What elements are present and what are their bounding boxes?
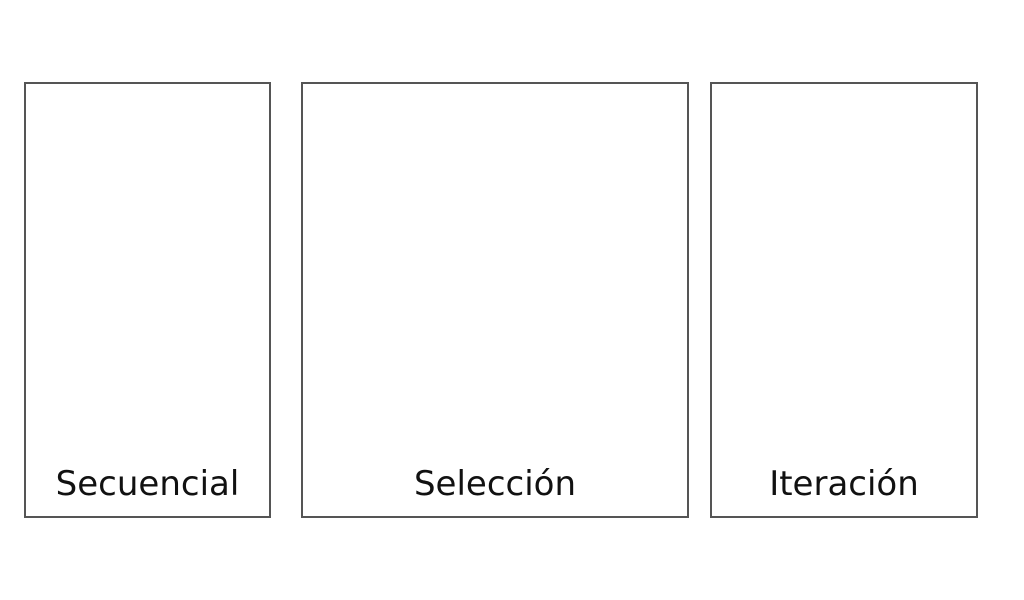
panel-seleccion: Selección <box>301 82 689 518</box>
panel-title-secuencial: Secuencial <box>55 464 240 504</box>
panel-title-iteracion: Iteración <box>769 464 919 504</box>
panel-iteracion: Iteración <box>710 82 978 518</box>
panel-secuencial: Secuencial <box>24 82 271 518</box>
panel-title-seleccion: Selección <box>413 464 577 504</box>
